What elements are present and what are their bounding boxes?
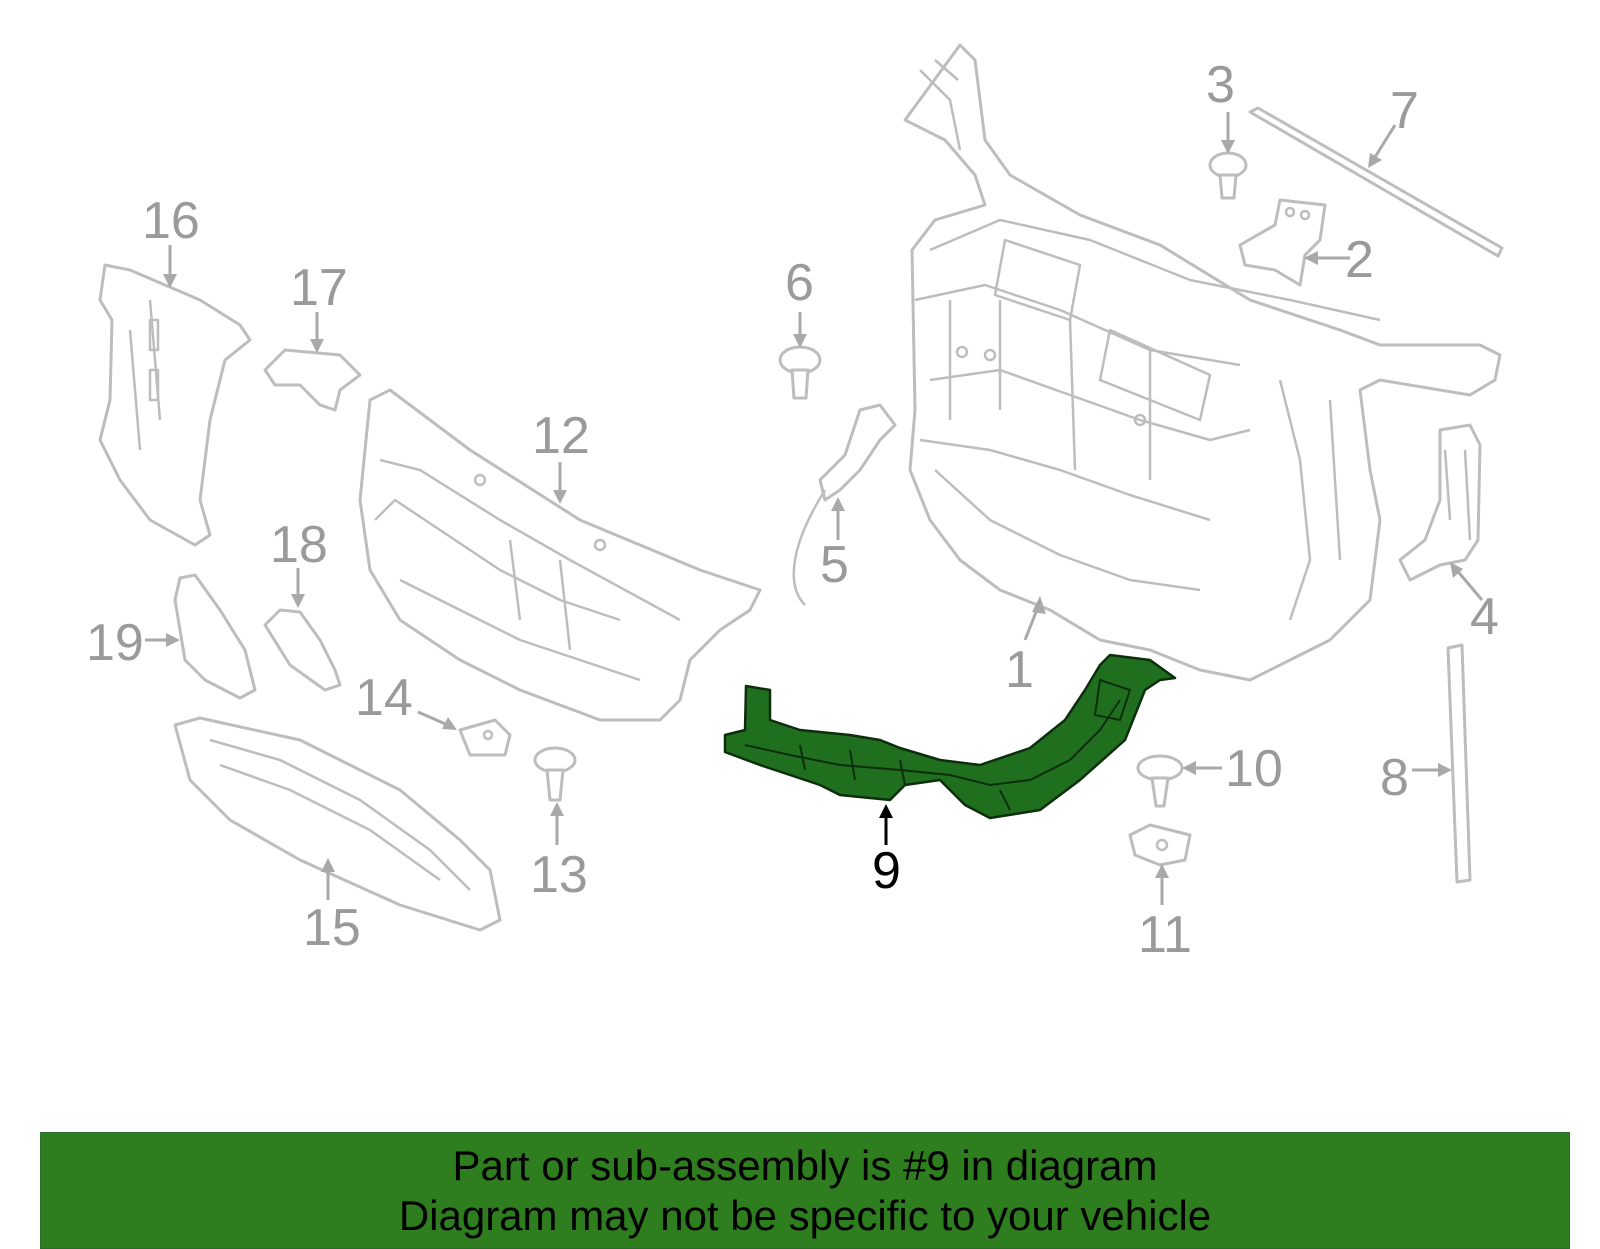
callout-9: 9 bbox=[872, 842, 901, 900]
part-3-clip bbox=[1208, 151, 1248, 200]
callout-10: 10 bbox=[1225, 740, 1283, 798]
part-10-flange-bolt bbox=[1136, 754, 1184, 808]
callout-1: 1 bbox=[1005, 641, 1034, 699]
callout-11: 11 bbox=[1138, 906, 1192, 964]
part-6-bolt bbox=[778, 345, 822, 400]
part-5-cable-bracket bbox=[792, 403, 897, 606]
callout-18: 18 bbox=[270, 516, 328, 574]
part-18-small-duct bbox=[263, 608, 342, 692]
part-16-side-air-duct bbox=[98, 263, 252, 547]
part-19-deflector bbox=[173, 573, 257, 700]
part-13-bolt bbox=[533, 746, 577, 802]
callout-17: 17 bbox=[290, 259, 348, 317]
part-1-front-end-carrier bbox=[903, 43, 1502, 682]
part-17-bracket bbox=[263, 348, 362, 412]
callout-4: 4 bbox=[1470, 588, 1499, 646]
callout-16: 16 bbox=[142, 192, 200, 250]
callout-15: 15 bbox=[303, 899, 361, 957]
part-7-seal-strip bbox=[1248, 106, 1504, 258]
part-info-banner: Part or sub-assembly is #9 in diagram Di… bbox=[40, 1132, 1570, 1249]
part-12-shroud-frame bbox=[358, 388, 762, 722]
callout-14: 14 bbox=[355, 669, 413, 727]
part-4-side-bracket bbox=[1398, 423, 1482, 582]
callout-5: 5 bbox=[820, 536, 849, 594]
part-8-vertical-strip bbox=[1446, 643, 1472, 884]
part-14-clip bbox=[458, 718, 512, 757]
callout-6: 6 bbox=[785, 254, 814, 312]
callout-labels: 1 2 3 4 5 6 7 8 9 10 11 12 13 14 15 16 1… bbox=[86, 56, 1499, 964]
callout-12: 12 bbox=[532, 407, 590, 465]
part-15-lower-air-guide bbox=[173, 716, 502, 932]
part-2-bracket bbox=[1238, 198, 1327, 287]
part-11-clip-nut bbox=[1128, 823, 1192, 867]
part-9-highlighted-bracket bbox=[723, 653, 1177, 820]
callout-8: 8 bbox=[1380, 749, 1409, 807]
callout-2: 2 bbox=[1345, 231, 1374, 289]
callout-3: 3 bbox=[1206, 56, 1235, 114]
callout-7: 7 bbox=[1390, 82, 1419, 140]
banner-line-1: Part or sub-assembly is #9 in diagram bbox=[452, 1142, 1158, 1189]
callout-19: 19 bbox=[86, 614, 144, 672]
parts-diagram: 1 2 3 4 5 6 7 8 9 10 11 12 13 14 15 16 1… bbox=[86, 43, 1504, 964]
callout-13: 13 bbox=[530, 846, 588, 904]
banner-line-2: Diagram may not be specific to your vehi… bbox=[398, 1192, 1212, 1239]
leader-lines bbox=[145, 112, 1484, 905]
